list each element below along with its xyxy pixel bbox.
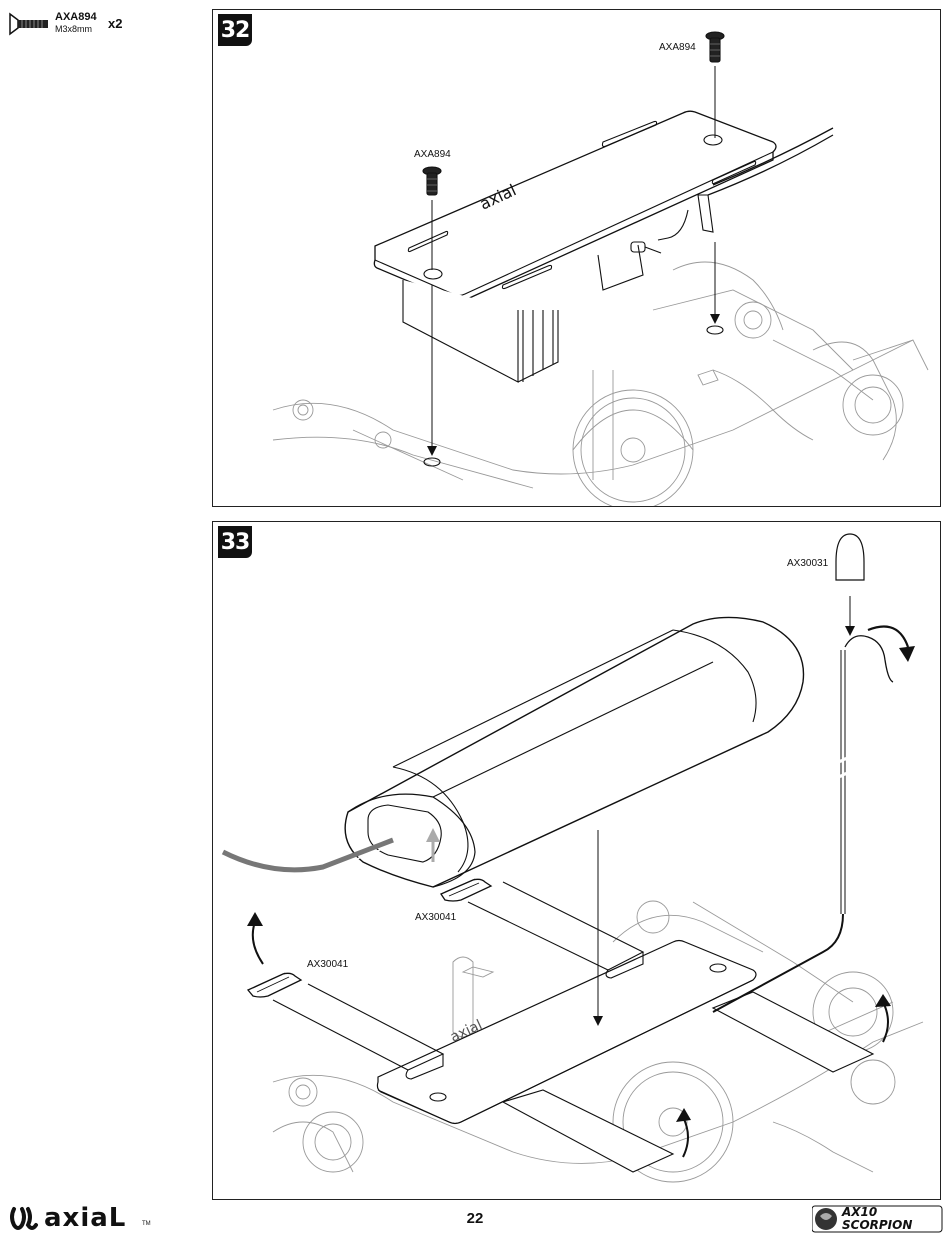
page-number: 22 [466,1210,484,1227]
screw-32-right [705,31,725,63]
part-number: AXA894 [55,11,97,23]
part-quantity: x2 [108,16,123,31]
step-32-panel: 32 AXA894 AXA894 [212,9,941,507]
step-33-panel: 33 AX30031 AX30041 AX30041 axial [212,521,941,1200]
part-callout-axa894-right: AXA894 [659,42,696,53]
brand-name: axiaL [44,1203,127,1233]
part-callout-ax30041-lower: AX30041 [307,959,349,970]
trademark-mark: TM [142,1221,151,1227]
axial-logo-icon [10,1207,38,1230]
axial-brand-logo: axiaL TM [8,1203,158,1235]
step-32-illustration: axial [272,31,929,506]
step-number-badge: 33 [218,526,252,558]
screw-icon [9,12,48,36]
scorpion-logo-icon [811,1205,943,1233]
part-callout-ax30041-upper: AX30041 [415,912,457,923]
part-callout-ax30031: AX30031 [787,558,829,569]
product-logo-line-2: SCORPION [842,1218,913,1232]
part-callout-axa894-left: AXA894 [414,149,451,160]
ax10-scorpion-logo: AX10 SCORPION [811,1204,944,1234]
screw-32-left [422,166,442,196]
part-size: M3x8mm [55,24,93,34]
step-33-illustration: axial [221,533,924,1183]
step-number-badge: 32 [218,14,252,46]
product-logo-line-1: AX10 [842,1205,878,1219]
parts-callout: AXA894 M3x8mm x2 [8,8,138,48]
